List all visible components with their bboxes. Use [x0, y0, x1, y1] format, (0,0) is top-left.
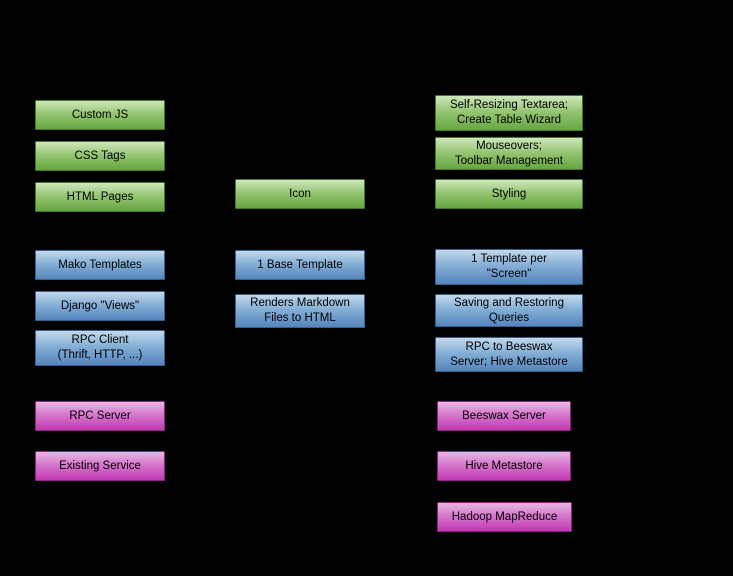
box-mako-templates: Mako Templates: [35, 250, 165, 280]
box-django-views: Django "Views": [35, 291, 165, 321]
box-beeswax-server: Beeswax Server: [437, 401, 571, 431]
box-renders-markdown: Renders Markdown Files to HTML: [235, 294, 365, 328]
box-css-tags: CSS Tags: [35, 141, 165, 171]
box-rpc-to-beeswax: RPC to Beeswax Server; Hive Metastore: [435, 337, 583, 372]
box-icon: Icon: [235, 179, 365, 209]
box-hadoop-mapreduce: Hadoop MapReduce: [437, 502, 572, 532]
box-mouseovers-toolbar: Mouseovers; Toolbar Management: [435, 137, 583, 170]
box-base-template: 1 Base Template: [235, 250, 365, 280]
box-existing-service: Existing Service: [35, 451, 165, 481]
box-rpc-client: RPC Client (Thrift, HTTP, ...): [35, 330, 165, 366]
box-self-resizing-textarea: Self-Resizing Textarea; Create Table Wiz…: [435, 95, 583, 131]
box-rpc-server: RPC Server: [35, 401, 165, 431]
box-hive-metastore: Hive Metastore: [437, 451, 571, 481]
box-template-per-screen: 1 Template per "Screen": [435, 249, 583, 285]
box-styling: Styling: [435, 179, 583, 209]
box-saving-restoring-queries: Saving and Restoring Queries: [435, 294, 583, 327]
box-custom-js: Custom JS: [35, 100, 165, 130]
box-html-pages: HTML Pages: [35, 182, 165, 212]
